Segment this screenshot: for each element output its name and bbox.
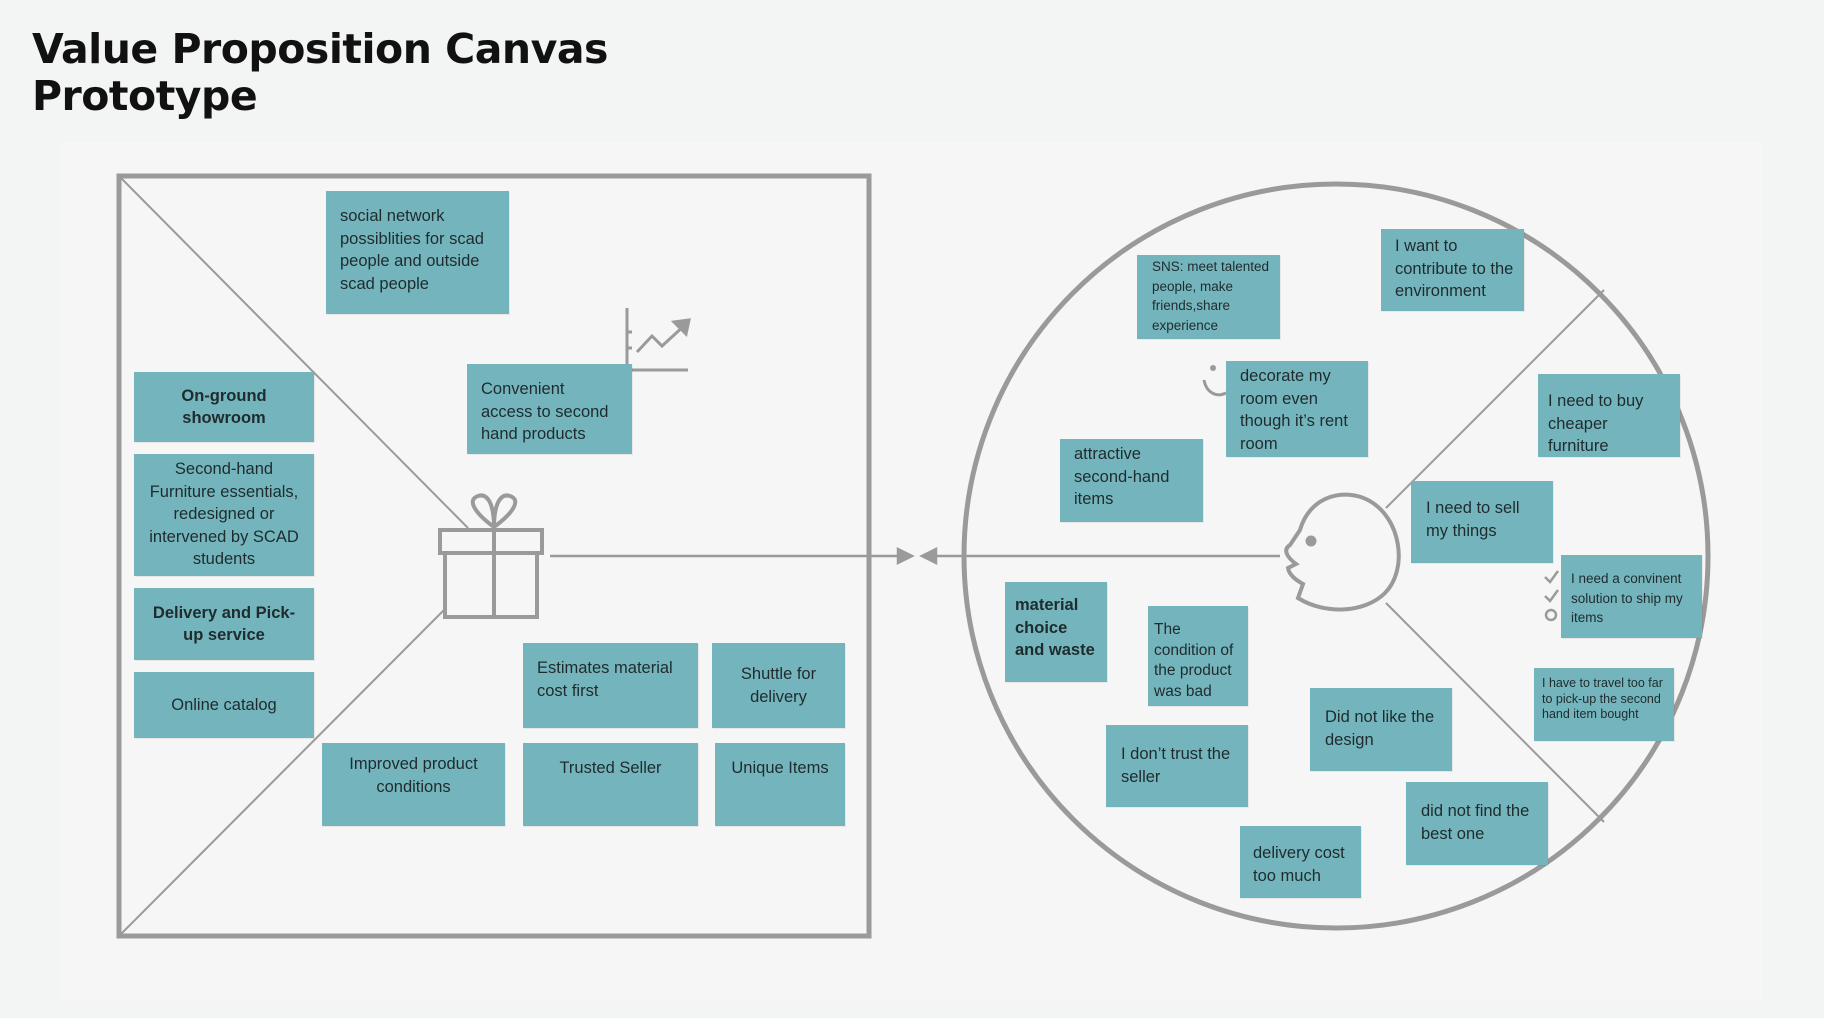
job-note[interactable]: I have to travel too far to pick-up the … <box>1534 668 1674 741</box>
smile-icon <box>1202 365 1227 397</box>
pain-note[interactable]: did not find the best one <box>1406 782 1548 865</box>
note-text: material choice and waste <box>1015 596 1095 659</box>
note-text: Convenient access to second hand product… <box>481 380 609 443</box>
pain-reliever-note[interactable]: Improved product conditions <box>322 743 505 826</box>
note-text: Trusted Seller <box>559 759 662 777</box>
pain-note[interactable]: Did not like the design <box>1310 688 1452 771</box>
title-line-1: Value Proposition Canvas <box>32 25 608 73</box>
pain-reliever-note[interactable]: Unique Items <box>715 743 845 826</box>
note-text: Did not like the design <box>1325 708 1435 749</box>
arrow-left-icon <box>919 546 938 566</box>
job-note[interactable]: I need to sell my things <box>1411 481 1553 563</box>
job-note[interactable]: I need a convinent solution to ship my i… <box>1561 555 1702 638</box>
note-text: Estimates material cost first <box>537 659 673 700</box>
gain-creator-note[interactable]: Convenient access to second hand product… <box>467 364 632 454</box>
note-text: Unique Items <box>731 759 829 777</box>
note-text: Delivery and Pick-up service <box>152 603 296 645</box>
note-text: I don’t trust the seller <box>1121 745 1231 786</box>
note-text: On-ground showroom <box>181 386 267 428</box>
product-service-note[interactable]: Second-hand Furniture essentials, redesi… <box>134 454 314 576</box>
note-text: did not find the best one <box>1421 802 1530 843</box>
note-text: SNS: meet talented people, make friends,… <box>1152 259 1270 333</box>
note-text: delivery cost too much <box>1253 844 1345 885</box>
pain-note[interactable]: The condition of the product was bad <box>1148 606 1248 706</box>
title-line-2: Prototype <box>32 72 258 120</box>
note-text: attractive second-hand items <box>1074 445 1170 508</box>
note-text: I want to contribute to the environment <box>1395 237 1514 300</box>
growth-chart-icon <box>625 308 691 372</box>
gift-icon <box>438 493 544 619</box>
gain-note[interactable]: SNS: meet talented people, make friends,… <box>1137 255 1280 339</box>
note-text: The condition of the product was bad <box>1154 621 1234 700</box>
note-text: I have to travel too far to pick-up the … <box>1542 676 1663 721</box>
note-text: I need a convinent solution to ship my i… <box>1571 571 1683 625</box>
gain-note[interactable]: decorate my room even though it’s rent r… <box>1226 361 1368 457</box>
page-title: Value Proposition Canvas Prototype <box>32 26 608 120</box>
pain-reliever-note[interactable]: Shuttle for delivery <box>712 643 845 728</box>
product-service-note[interactable]: Online catalog <box>134 672 314 738</box>
job-note[interactable]: I need to buy cheaper furniture <box>1538 374 1680 457</box>
note-text: I need to buy cheaper furniture <box>1548 392 1644 455</box>
pain-reliever-note[interactable]: Trusted Seller <box>523 743 698 826</box>
note-text: Second-hand Furniture essentials, redesi… <box>149 460 299 568</box>
product-service-note[interactable]: Delivery and Pick-up service <box>134 588 314 660</box>
note-text: I need to sell my things <box>1426 499 1520 540</box>
gain-creator-note[interactable]: social network possiblities for scad peo… <box>326 191 509 314</box>
customer-face-icon <box>1284 492 1401 612</box>
note-text: Online catalog <box>171 695 277 714</box>
note-text: Shuttle for delivery <box>740 665 817 706</box>
note-text: social network possiblities for scad peo… <box>340 207 484 293</box>
fit-arrows <box>550 546 1280 566</box>
pain-note[interactable]: material choice and waste <box>1005 582 1107 682</box>
pain-reliever-note[interactable]: Estimates material cost first <box>523 643 698 728</box>
checklist-icon <box>1544 570 1560 622</box>
gain-note[interactable]: I want to contribute to the environment <box>1381 229 1524 311</box>
product-service-note[interactable]: On-ground showroom <box>134 372 314 442</box>
customer-profile-frame <box>961 181 1711 931</box>
gain-note[interactable]: attractive second-hand items <box>1060 439 1203 522</box>
pain-note[interactable]: I don’t trust the seller <box>1106 725 1248 807</box>
pain-note[interactable]: delivery cost too much <box>1240 826 1361 898</box>
note-text: Improved product conditions <box>349 755 478 796</box>
value-map-dividers <box>120 177 469 935</box>
arrow-right-icon <box>896 546 915 566</box>
note-text: decorate my room even though it’s rent r… <box>1240 367 1348 453</box>
